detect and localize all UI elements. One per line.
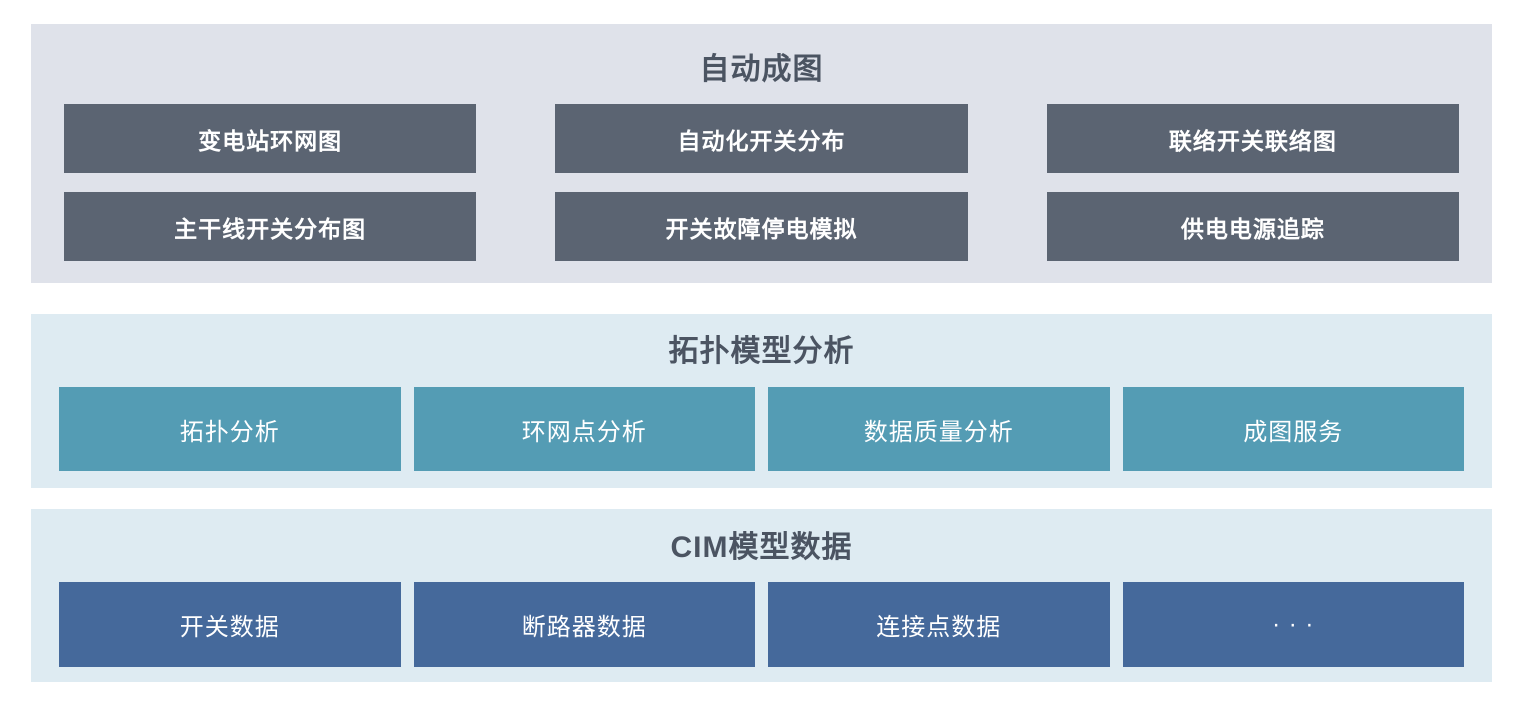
section-topology-model-analysis: 拓扑模型分析 拓扑分析 环网点分析 数据质量分析 成图服务: [31, 314, 1492, 488]
section-title-cim-model-data: CIM模型数据: [670, 531, 853, 564]
module-box-ellipsis: · · ·: [1122, 582, 1464, 667]
module-box-substation-ring-diagram: 变电站环网图: [64, 104, 477, 173]
module-box-connection-point-data: 连接点数据: [768, 582, 1110, 667]
module-box-automated-switch-distribution: 自动化开关分布: [555, 104, 968, 173]
section-cim-model-data: CIM模型数据 开关数据 断路器数据 连接点数据 · · ·: [31, 509, 1492, 682]
module-box-diagram-service: 成图服务: [1122, 387, 1464, 471]
module-box-tie-switch-diagram: 联络开关联络图: [1046, 104, 1459, 173]
module-box-topology-analysis: 拓扑分析: [59, 387, 401, 471]
module-box-trunk-switch-distribution: 主干线开关分布图: [64, 192, 477, 261]
architecture-diagram: 自动成图 变电站环网图 自动化开关分布 联络开关联络图 主干线开关分布图 开关故…: [0, 24, 1530, 715]
module-box-switch-data: 开关数据: [59, 582, 401, 667]
topology-analysis-grid: 拓扑分析 环网点分析 数据质量分析 成图服务: [59, 387, 1464, 471]
module-box-switch-fault-outage-simulation: 开关故障停电模拟: [555, 192, 968, 261]
module-box-power-source-tracing: 供电电源追踪: [1046, 192, 1459, 261]
auto-drawing-grid: 变电站环网图 自动化开关分布 联络开关联络图 主干线开关分布图 开关故障停电模拟…: [64, 104, 1459, 261]
section-auto-drawing: 自动成图 变电站环网图 自动化开关分布 联络开关联络图 主干线开关分布图 开关故…: [31, 24, 1492, 283]
section-title-auto-drawing: 自动成图: [699, 53, 824, 86]
module-box-ring-point-analysis: 环网点分析: [413, 387, 755, 471]
cim-data-grid: 开关数据 断路器数据 连接点数据 · · ·: [59, 582, 1464, 667]
section-title-topology-model-analysis: 拓扑模型分析: [668, 335, 855, 368]
module-box-data-quality-analysis: 数据质量分析: [768, 387, 1110, 471]
module-box-breaker-data: 断路器数据: [413, 582, 755, 667]
